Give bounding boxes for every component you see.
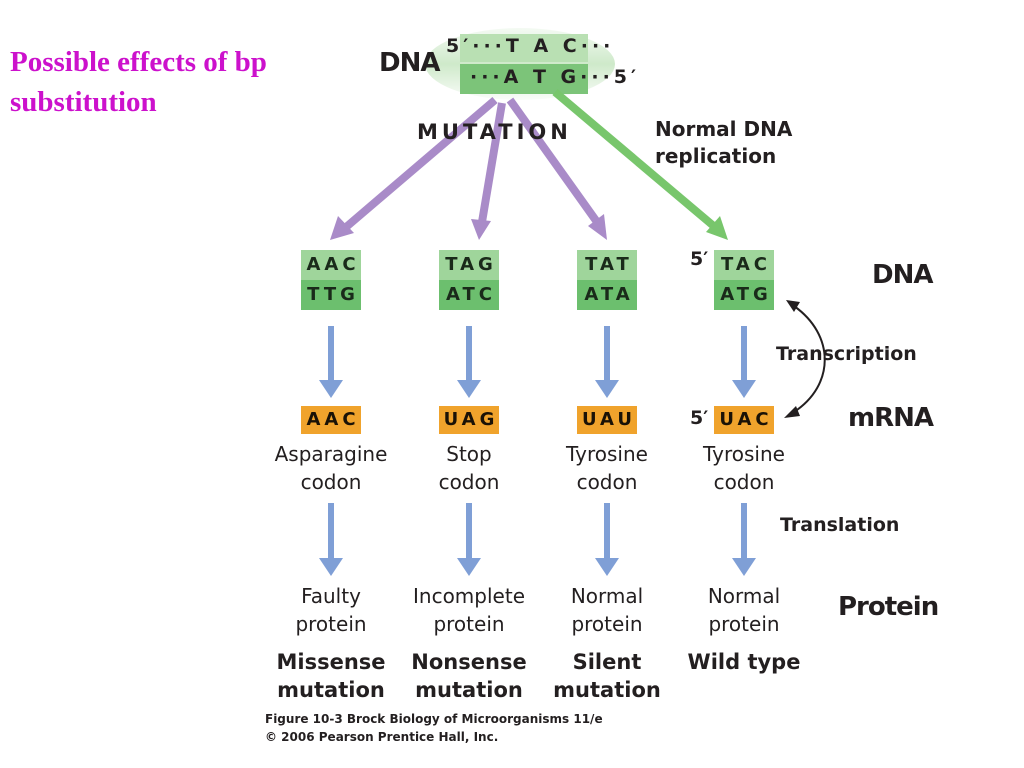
row-label-protein: Protein xyxy=(838,592,939,622)
col1-codon-line-2: codon xyxy=(300,470,362,494)
normal-replication-label: Normal DNA replication xyxy=(655,116,792,170)
mutation-arrowhead-3 xyxy=(588,214,607,240)
col1-mutation-type-line-1: Missense xyxy=(276,650,386,674)
translation-arrows xyxy=(328,503,747,560)
col4-protein-line-2: protein xyxy=(708,612,780,636)
mutation-arrows xyxy=(342,96,601,232)
col1-protein-line-1: Faulty xyxy=(301,584,361,608)
col2-codon-line-2: codon xyxy=(438,470,500,494)
col4-codon: Tyrosine codon xyxy=(664,440,824,496)
col2-codon: Stop codon xyxy=(389,440,549,496)
mutation-arrowhead-2 xyxy=(471,219,491,240)
col4-codon-line-2: codon xyxy=(713,470,775,494)
transcription-curve-head-bottom xyxy=(784,406,800,418)
col4-mutation-type: Wild type xyxy=(664,648,824,676)
col1-codon: Asparagine codon xyxy=(251,440,411,496)
mutation-arrow-2 xyxy=(478,102,506,223)
col4-protein-line-1: Normal xyxy=(707,584,781,608)
col4-dna-top: TAC xyxy=(714,250,774,280)
transcription-arrows xyxy=(328,326,747,382)
figure-caption: Figure 10-3 Brock Biology of Microorgani… xyxy=(265,710,603,746)
col1-codon-line-1: Asparagine xyxy=(274,442,388,466)
col3-mutation-type-line-2: mutation xyxy=(553,678,661,702)
figure-caption-line-1: Figure 10-3 Brock Biology of Microorgani… xyxy=(265,712,603,726)
col3-mrna: UAU xyxy=(577,406,637,434)
col3-dna-bottom: ATA xyxy=(577,280,637,310)
col4-protein: Normal protein xyxy=(664,582,824,638)
mutation-label: MUTATION xyxy=(417,120,572,144)
col4-dna-five-prime: 5′ xyxy=(690,248,709,270)
col2-mutation-type: Nonsense mutation xyxy=(389,648,549,704)
col2-codon-line-1: Stop xyxy=(446,442,492,466)
normal-replication-arrow xyxy=(552,88,719,232)
col3-mutation-type-line-1: Silent xyxy=(572,650,642,674)
transcription-label: Transcription xyxy=(776,343,917,365)
col3-mutation-type: Silent mutation xyxy=(527,648,687,704)
normal-replication-line-1: Normal DNA xyxy=(655,117,793,141)
col3-protein-line-1: Normal xyxy=(570,584,644,608)
col1-mutation-type-line-2: mutation xyxy=(277,678,385,702)
mutation-arrowhead-1 xyxy=(330,216,354,240)
top-dna-label: DNA xyxy=(379,48,440,78)
col1-dna-bottom: TTG xyxy=(301,280,361,310)
normal-replication-line-2: replication xyxy=(655,144,777,168)
row-label-dna: DNA xyxy=(872,260,933,290)
col4-dna-bottom: ATG xyxy=(714,280,774,310)
col4-codon-line-1: Tyrosine xyxy=(703,442,785,466)
col2-dna-top: TAG xyxy=(439,250,499,280)
transcription-curve xyxy=(793,305,826,413)
figure-caption-line-2: © 2006 Pearson Prentice Hall, Inc. xyxy=(265,730,499,744)
col4-mutation-type-line-1: Wild type xyxy=(687,650,801,674)
col1-dna-top: AAC xyxy=(301,250,361,280)
col2-mutation-type-line-2: mutation xyxy=(415,678,523,702)
col4-mrna-five-prime: 5′ xyxy=(690,407,709,429)
col2-dna-bottom: ATC xyxy=(439,280,499,310)
col3-codon-line-2: codon xyxy=(576,470,638,494)
col3-dna-top: TAT xyxy=(577,250,637,280)
col1-protein: Faulty protein xyxy=(251,582,411,638)
col4-mrna: UAC xyxy=(714,406,774,434)
col1-mutation-type: Missense mutation xyxy=(251,648,411,704)
transcription-curve-head-top xyxy=(786,300,800,312)
row-label-mrna: mRNA xyxy=(848,403,934,433)
col3-protein-line-2: protein xyxy=(571,612,643,636)
top-strand1-bar xyxy=(460,34,588,62)
col2-protein-line-2: protein xyxy=(433,612,505,636)
col2-protein: Incomplete protein xyxy=(389,582,549,638)
col1-protein-line-2: protein xyxy=(295,612,367,636)
col2-protein-line-1: Incomplete xyxy=(413,584,525,608)
normal-replication-arrowhead xyxy=(706,216,728,240)
col3-protein: Normal protein xyxy=(527,582,687,638)
mutation-arrow-3 xyxy=(506,97,601,225)
col3-codon-line-1: Tyrosine xyxy=(566,442,648,466)
top-strand2-bar xyxy=(460,64,588,94)
slide-title: Possible effects of bp substitution xyxy=(10,46,267,118)
col1-mrna: AAC xyxy=(301,406,361,434)
col2-mrna: UAG xyxy=(439,406,499,434)
col2-mutation-type-line-1: Nonsense xyxy=(411,650,527,674)
col3-codon: Tyrosine codon xyxy=(527,440,687,496)
top-dna-strand-1: 5′···T A C··· xyxy=(446,35,615,57)
top-dna-strand-2: ···A T G···5′ xyxy=(470,66,641,88)
mutation-arrow-1 xyxy=(342,96,498,232)
translation-label: Translation xyxy=(780,514,900,536)
